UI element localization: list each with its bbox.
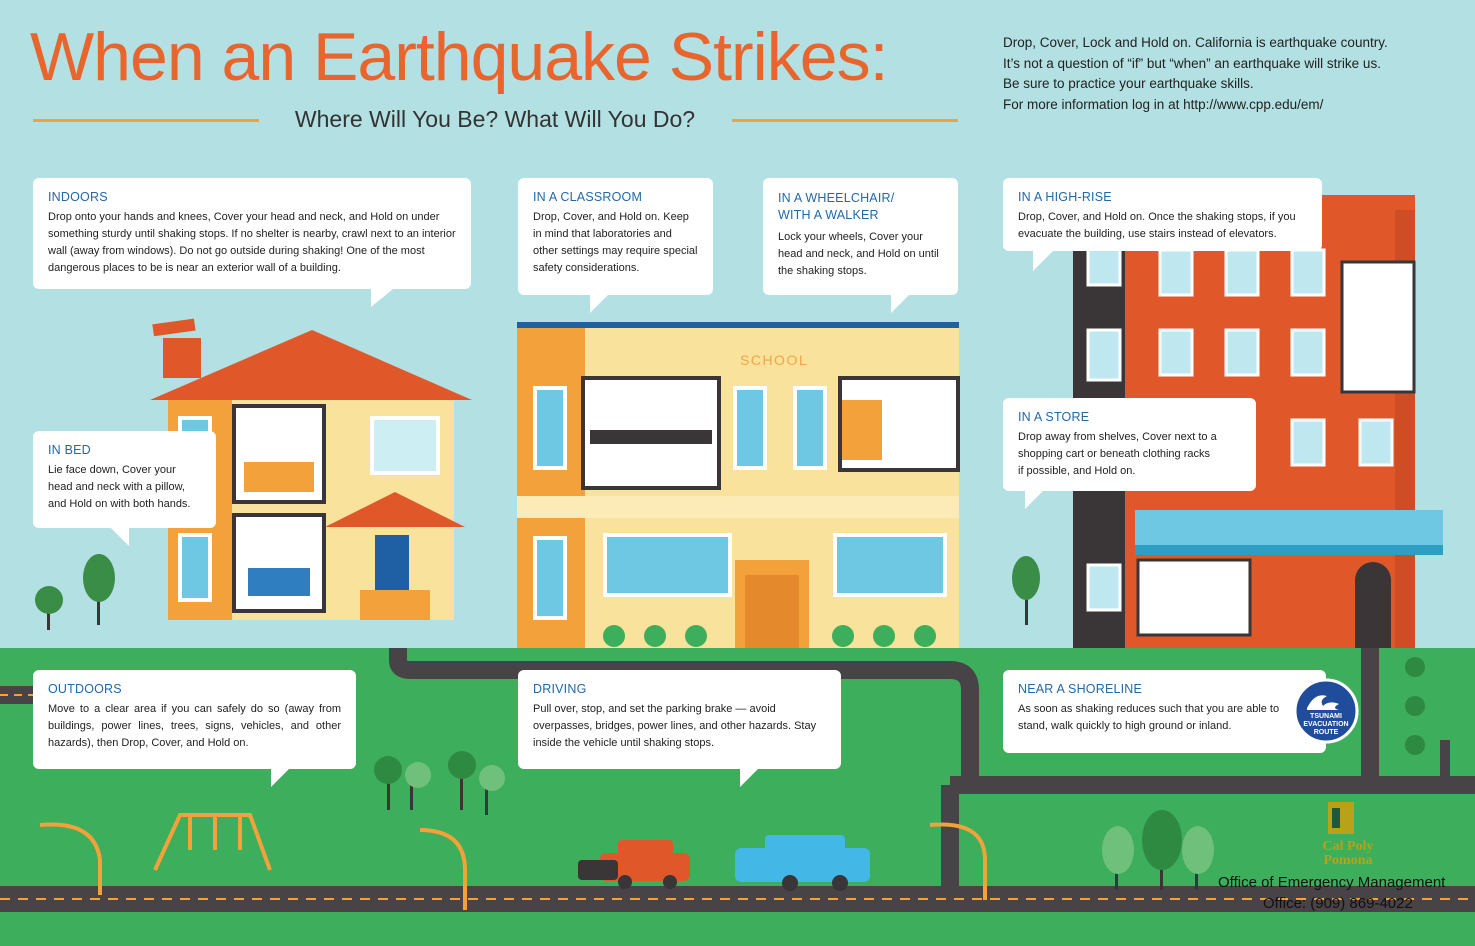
subtitle-line-left <box>33 119 259 122</box>
school-sign: SCHOOL <box>740 352 809 368</box>
office-phone: Office: (909) 869-4022 <box>1263 895 1413 912</box>
tip-heading: OUTDOORS <box>48 682 122 696</box>
tip-text: Drop onto your hands and knees, Cover yo… <box>48 211 456 274</box>
bubble-tail <box>1033 251 1053 271</box>
tip-bed: IN BED Lie face down, Cover your head an… <box>33 431 216 546</box>
cal-poly-logo-text: Cal Poly Pomona <box>1308 840 1388 868</box>
bubble-tail <box>590 295 608 313</box>
tip-wheelchair: IN A WHEELCHAIR/ WITH A WALKER Lock your… <box>763 178 958 313</box>
intro-line: Be sure to practice your earthquake skil… <box>1003 76 1254 91</box>
street-lamps <box>39 822 987 910</box>
logo-line: Cal Poly <box>1322 839 1374 854</box>
tip-heading: IN A WHEELCHAIR/ WITH A WALKER <box>778 191 895 222</box>
office-name: Office of Emergency Management <box>1218 874 1446 891</box>
school-illustration <box>517 322 960 648</box>
subtitle-line-right <box>732 119 958 122</box>
tip-text: As soon as shaking reduces such that you… <box>1018 703 1280 732</box>
intro-line: For more information log in at http://ww… <box>1003 96 1324 112</box>
tip-text: Drop, Cover, and Hold on. Keep in mind t… <box>533 211 698 274</box>
bubble-tail <box>891 295 909 313</box>
trees <box>35 554 1425 890</box>
tip-heading: IN A HIGH-RISE <box>1018 190 1112 204</box>
bubble-tail <box>740 769 758 787</box>
bubble-tail <box>271 769 289 787</box>
tip-text: Move to a clear area if you can safely d… <box>48 703 341 749</box>
intro-text: Drop, Cover, Lock and Hold on. Californi… <box>1003 33 1388 115</box>
cal-poly-logo-mark <box>1328 802 1354 834</box>
tip-highrise: IN A HIGH-RISE Drop, Cover, and Hold on.… <box>1003 178 1322 271</box>
tip-indoors: INDOORS Drop onto your hands and knees, … <box>33 178 471 307</box>
tsunami-text: TSUNAMI <box>1310 713 1342 720</box>
tip-heading: IN A STORE <box>1018 410 1090 424</box>
tip-text: Drop, Cover, and Hold on. Once the shaki… <box>1018 211 1296 240</box>
evacuation-text: EVACUATION <box>1303 721 1348 728</box>
bubble-tail <box>1025 491 1043 509</box>
intro-line: It’s not a question of “if” but “when” a… <box>1003 55 1381 71</box>
tip-heading: IN BED <box>48 443 91 457</box>
cars <box>578 835 870 891</box>
tip-text: Lock your wheels, Cover your head and ne… <box>778 231 939 277</box>
page-subtitle: Where Will You Be? What Will You Do? <box>294 106 696 132</box>
tsunami-evacuation-sign-icon: TSUNAMI EVACUATION ROUTE <box>1293 678 1359 744</box>
tip-driving: DRIVING Pull over, stop, and set the par… <box>518 670 841 787</box>
tip-heading: NEAR A SHORELINE <box>1018 682 1143 696</box>
tip-shoreline: NEAR A SHORELINE As soon as shaking redu… <box>1003 670 1326 753</box>
tip-heading: IN A CLASSROOM <box>533 190 643 204</box>
logo-line: Pomona <box>1323 853 1373 868</box>
page-title: When an Earthquake Strikes: <box>30 19 888 95</box>
tip-classroom: IN A CLASSROOM Drop, Cover, and Hold on.… <box>518 178 713 313</box>
tip-text: Pull over, stop, and set the parking bra… <box>533 703 817 749</box>
intro-line: Drop, Cover, Lock and Hold on. Californi… <box>1003 35 1388 50</box>
tip-outdoors: OUTDOORS Move to a clear area if you can… <box>33 670 356 787</box>
tip-store: IN A STORE Drop away from shelves, Cover… <box>1003 398 1256 509</box>
tip-text: Drop away from shelves, Cover next to a … <box>1018 431 1217 477</box>
route-text: ROUTE <box>1314 729 1339 736</box>
bubble-tail <box>111 528 129 546</box>
tip-heading: INDOORS <box>48 190 108 204</box>
swing-set <box>153 813 272 871</box>
tip-text: Lie face down, Cover your head and neck … <box>48 464 191 510</box>
bubble-tail <box>371 289 393 307</box>
tip-heading: DRIVING <box>533 682 587 696</box>
